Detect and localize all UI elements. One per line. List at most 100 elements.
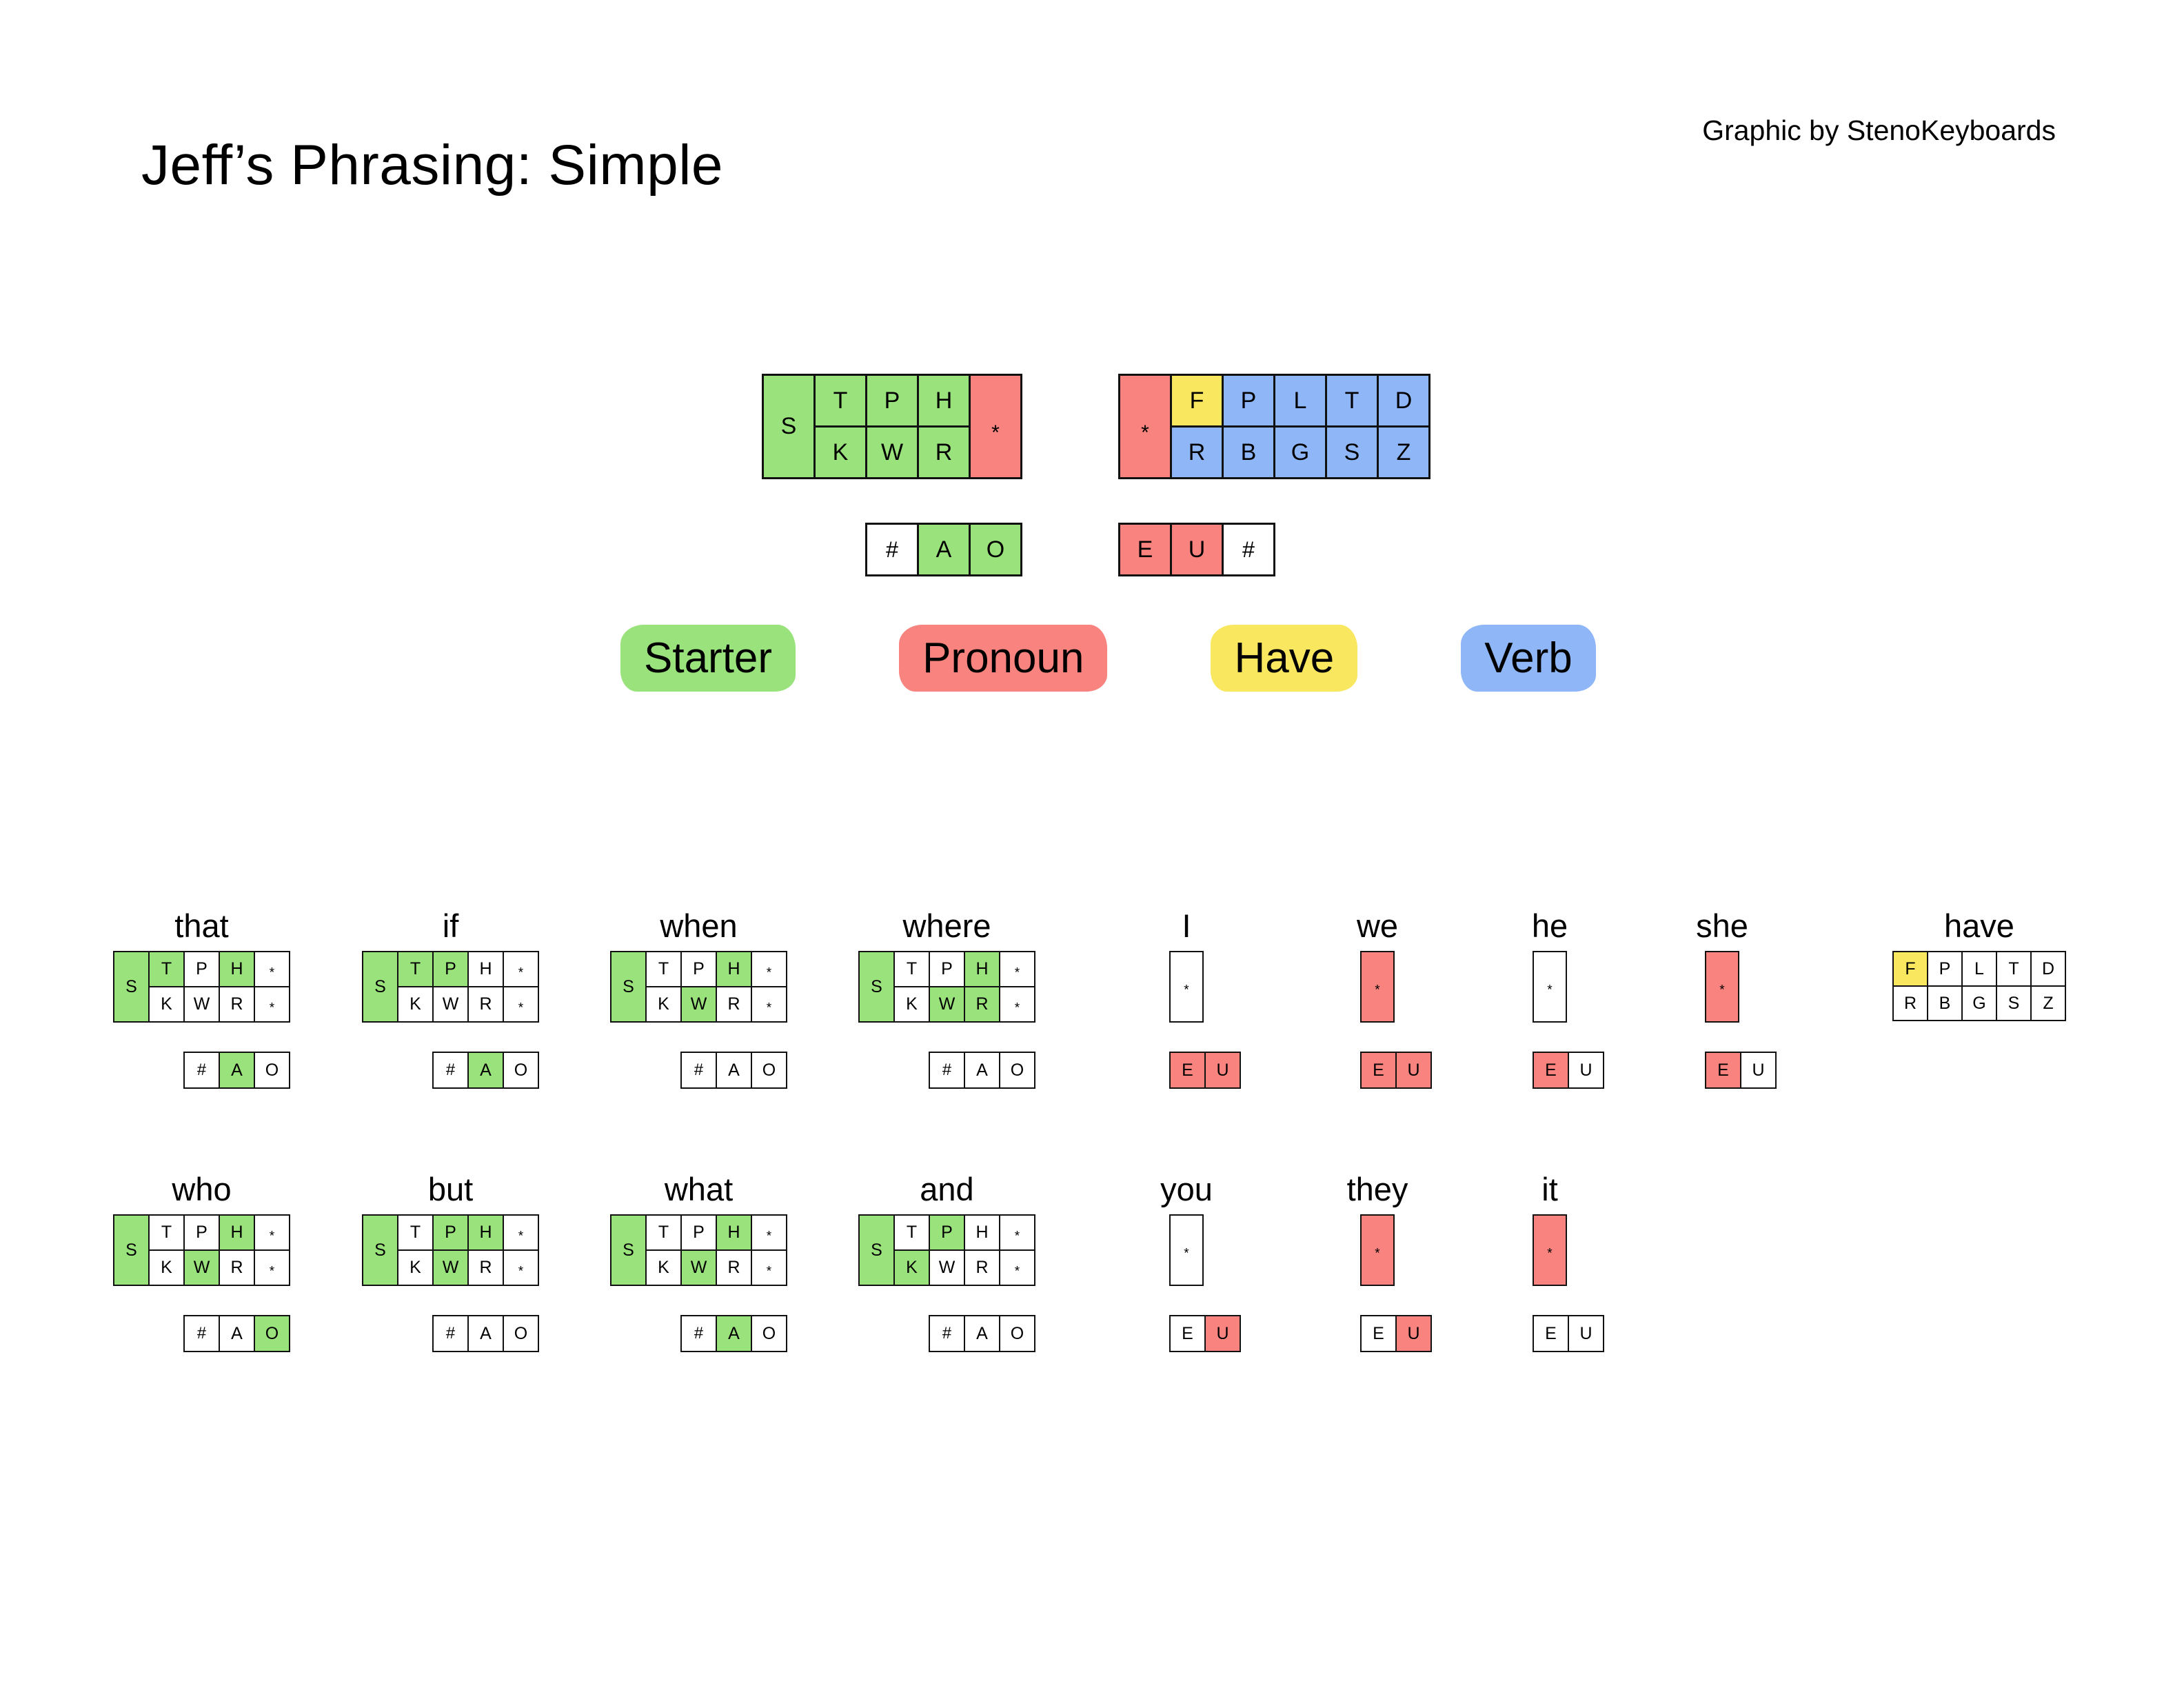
key-H: H bbox=[469, 1216, 503, 1249]
key-label: L bbox=[1974, 958, 1984, 978]
key-R: R bbox=[717, 987, 751, 1021]
key-U: U bbox=[1206, 1316, 1240, 1351]
key-T: T bbox=[1327, 376, 1377, 425]
key-label: W bbox=[690, 1258, 707, 1277]
key-L: L bbox=[1963, 952, 1996, 985]
key-H: H bbox=[717, 1216, 751, 1249]
number-bar-key: # bbox=[930, 1316, 964, 1351]
key-label: K bbox=[410, 994, 421, 1014]
key-S: S bbox=[611, 1216, 645, 1285]
key-T: T bbox=[647, 1216, 680, 1249]
key-label: K bbox=[658, 994, 669, 1014]
key-label: R bbox=[230, 1258, 243, 1277]
star-key: * bbox=[1000, 952, 1034, 986]
key-T: T bbox=[647, 952, 680, 986]
key-label: P bbox=[1240, 387, 1257, 414]
star-key: * bbox=[1169, 1214, 1204, 1286]
key-label: T bbox=[833, 387, 848, 414]
key-L: L bbox=[1275, 376, 1325, 425]
key-label: # bbox=[445, 1061, 456, 1079]
key-S: S bbox=[363, 952, 397, 1021]
key-label: H bbox=[975, 959, 989, 978]
key-label: S bbox=[780, 413, 797, 439]
key-label: A bbox=[231, 1323, 243, 1343]
key-label: W bbox=[938, 1258, 956, 1277]
key-T: T bbox=[150, 1216, 183, 1249]
star-key: * bbox=[1360, 951, 1395, 1023]
key-label: T bbox=[161, 1223, 172, 1242]
key-label: W bbox=[938, 994, 956, 1014]
key-label: * bbox=[1184, 983, 1189, 998]
key-label: G bbox=[1291, 439, 1310, 465]
star-key: * bbox=[255, 952, 289, 986]
key-label: E bbox=[1137, 536, 1153, 563]
key-label: H bbox=[230, 959, 243, 978]
key-label: W bbox=[193, 1258, 210, 1277]
key-U: U bbox=[1397, 1053, 1430, 1087]
legend-item-starter: Starter bbox=[620, 625, 796, 692]
key-S: S bbox=[1327, 428, 1377, 477]
key-label: # bbox=[1242, 536, 1255, 562]
key-O: O bbox=[1000, 1053, 1034, 1087]
key-label: U bbox=[1188, 536, 1206, 563]
key-label: O bbox=[762, 1060, 776, 1080]
star-key: * bbox=[1000, 1251, 1034, 1285]
key-label: * bbox=[1547, 1246, 1553, 1261]
key-label: * bbox=[1375, 1246, 1380, 1261]
key-U: U bbox=[1569, 1053, 1603, 1087]
key-R: R bbox=[1172, 428, 1222, 477]
star-key: * bbox=[1169, 951, 1204, 1023]
star-key: * bbox=[255, 1216, 289, 1249]
key-label: * bbox=[518, 1001, 524, 1016]
key-label: # bbox=[196, 1061, 207, 1079]
key-P: P bbox=[434, 952, 467, 986]
key-S: S bbox=[363, 1216, 397, 1285]
number-bar-key: # bbox=[1224, 525, 1273, 574]
key-label: * bbox=[1375, 983, 1380, 998]
key-H: H bbox=[965, 1216, 999, 1249]
key-S: S bbox=[764, 376, 813, 477]
key-label: U bbox=[1407, 1060, 1420, 1080]
key-label: S bbox=[871, 1240, 882, 1260]
star-key: * bbox=[1000, 1216, 1034, 1249]
key-label: * bbox=[1184, 1246, 1189, 1261]
key-P: P bbox=[682, 1216, 716, 1249]
key-label: P bbox=[941, 1223, 953, 1242]
key-R: R bbox=[919, 428, 969, 477]
key-G: G bbox=[1275, 428, 1325, 477]
key-A: A bbox=[220, 1053, 254, 1087]
key-label: K bbox=[906, 994, 918, 1014]
key-label: R bbox=[975, 1258, 989, 1277]
legend-item-verb: Verb bbox=[1461, 625, 1596, 692]
key-O: O bbox=[255, 1316, 289, 1351]
key-label: D bbox=[2041, 958, 2055, 978]
word-title: and bbox=[920, 1171, 974, 1207]
key-label: R bbox=[1188, 439, 1206, 465]
key-A: A bbox=[965, 1053, 999, 1087]
key-A: A bbox=[965, 1316, 999, 1351]
key-label: T bbox=[906, 959, 918, 978]
key-label: S bbox=[374, 1240, 386, 1260]
key-label: S bbox=[1344, 439, 1360, 465]
key-label: S bbox=[623, 1240, 634, 1260]
key-O: O bbox=[255, 1053, 289, 1087]
key-label: T bbox=[410, 1223, 421, 1242]
legend-item-have: Have bbox=[1211, 625, 1358, 692]
key-label: H bbox=[727, 959, 740, 978]
key-label: H bbox=[479, 959, 492, 978]
key-label: # bbox=[942, 1324, 952, 1343]
key-label: * bbox=[1014, 1001, 1020, 1016]
